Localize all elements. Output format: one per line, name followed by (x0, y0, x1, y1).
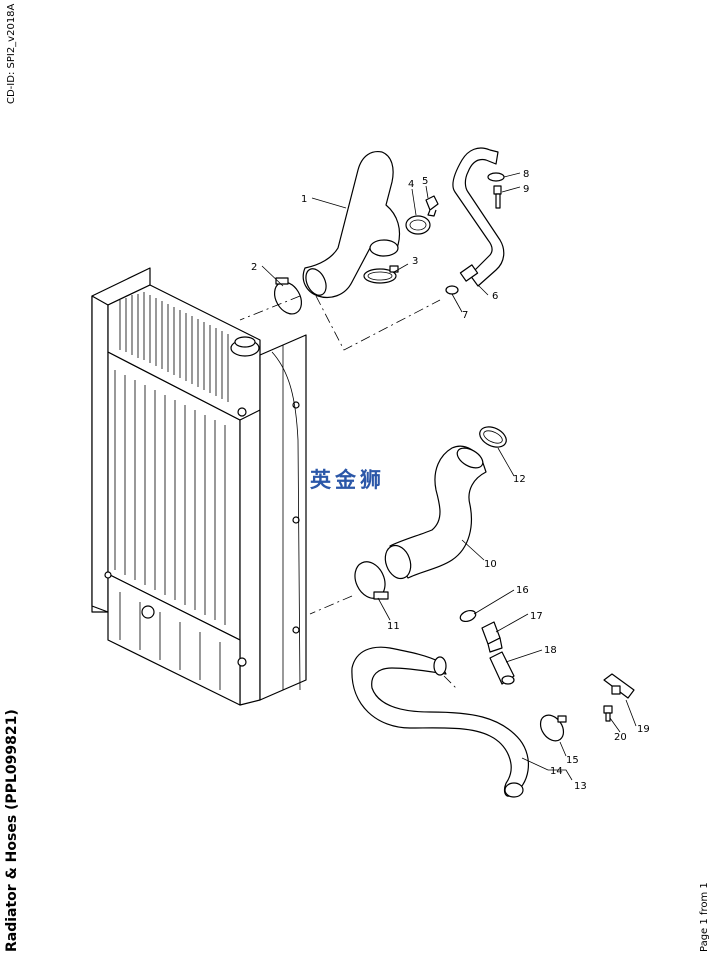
hose-clamp-part-12 (479, 426, 507, 448)
bleed-hose-part-6 (452, 147, 505, 287)
callout-5: 5 (422, 176, 428, 187)
callout-8: 8 (523, 169, 529, 180)
callout-3: 3 (412, 256, 418, 267)
radiator (91, 267, 307, 706)
clamp-part-8 (487, 172, 505, 182)
callout-9: 9 (523, 184, 529, 195)
upper-hose-part-1 (302, 150, 401, 299)
callout-18: 18 (544, 645, 557, 656)
clip-part-7 (445, 285, 459, 295)
hose-clamp-part-3 (363, 265, 399, 284)
lower-hose-part-10 (384, 445, 487, 580)
hose-clamp-part-11 (354, 561, 389, 600)
callout-16: 16 (516, 585, 529, 596)
callout-13: 13 (574, 781, 587, 792)
callout-15: 15 (566, 755, 579, 766)
bottom-hose-part-14 (351, 646, 529, 798)
callout-17: 17 (530, 611, 543, 622)
callout-4: 4 (408, 179, 414, 190)
callout-1: 1 (301, 194, 307, 205)
callout-2: 2 (251, 262, 257, 273)
clip-part-5 (425, 195, 439, 217)
callout-6: 6 (492, 291, 498, 302)
callout-12: 12 (513, 474, 526, 485)
fitting-part-17 (481, 621, 503, 653)
callout-19: 19 (637, 724, 650, 735)
hose-clamp-part-4 (405, 215, 431, 235)
bracket-part-19 (603, 673, 635, 699)
callout-10: 10 (484, 559, 497, 570)
sensor-part-18 (489, 651, 515, 685)
watermark: 英金狮 (310, 468, 385, 492)
screw-part-9 (493, 185, 502, 209)
bolt-part-20 (603, 705, 613, 722)
hose-clamp-part-2 (273, 277, 303, 315)
washer-part-16 (459, 609, 477, 623)
callout-11: 11 (387, 621, 400, 632)
callout-20: 20 (614, 732, 627, 743)
callout-7: 7 (462, 310, 468, 321)
hose-clamp-part-15 (539, 714, 567, 742)
callout-14: 14 (550, 766, 563, 777)
